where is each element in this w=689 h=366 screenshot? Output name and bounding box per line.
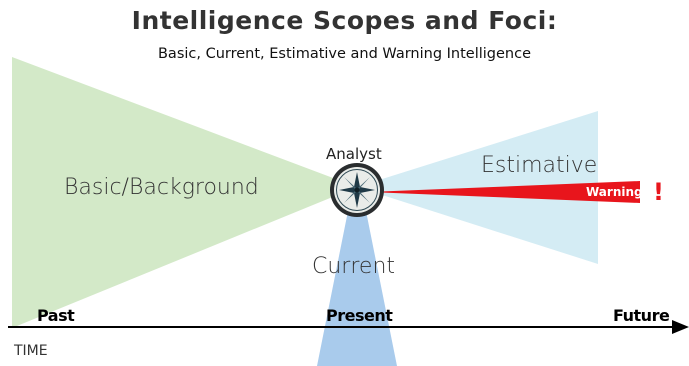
timeline-past: Past <box>37 306 75 325</box>
diagram-subtitle: Basic, Current, Estimative and Warning I… <box>157 46 532 62</box>
current-region <box>317 196 397 366</box>
diagram-title: Intelligence Scopes and Foci: <box>131 6 558 35</box>
compass-icon <box>330 163 384 217</box>
basic-region <box>12 57 357 328</box>
warning-exclamation-mark: ! <box>653 178 664 206</box>
time-axis-arrowhead <box>672 320 689 334</box>
timeline-future: Future <box>613 306 670 325</box>
warning-label: Warning <box>586 185 643 199</box>
current-label: Current <box>312 254 396 279</box>
timeline-present: Present <box>326 306 393 325</box>
estimative-label: Estimative <box>481 153 598 178</box>
basic-background-label: Basic/Background <box>64 175 259 200</box>
estimative-region <box>357 111 598 264</box>
warning-wedge <box>370 181 640 203</box>
time-axis-label: TIME <box>14 343 48 359</box>
analyst-label: Analyst <box>326 145 382 163</box>
